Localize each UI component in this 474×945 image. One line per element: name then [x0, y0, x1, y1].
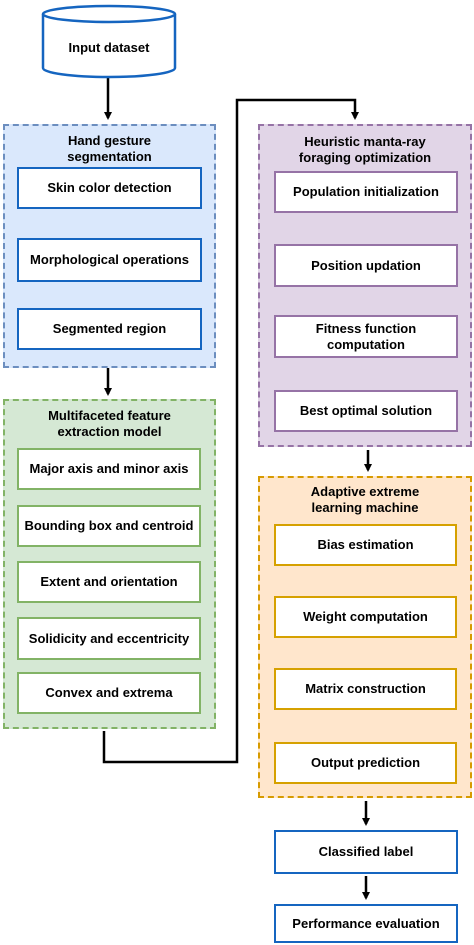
step-skin-color-detection: Skin color detection	[17, 167, 202, 209]
elm-title: Adaptive extreme learning machine	[310, 484, 420, 515]
step-morphological-operations: Morphological operations	[17, 238, 202, 282]
step-bounding-box-centroid: Bounding box and centroid	[17, 505, 201, 547]
step-position-updation: Position updation	[274, 244, 458, 287]
input-dataset-cylinder	[41, 4, 177, 79]
step-weight-computation: Weight computation	[274, 596, 457, 638]
classified-label-box: Classified label	[274, 830, 458, 874]
segmentation-title: Hand gesture segmentation	[67, 133, 152, 164]
step-matrix-construction: Matrix construction	[274, 668, 457, 710]
performance-evaluation-box: Performance evaluation	[274, 904, 458, 943]
input-dataset-label: Input dataset	[68, 40, 150, 55]
optimization-title: Heuristic manta-ray foraging optimizatio…	[298, 134, 432, 165]
step-output-prediction: Output prediction	[274, 742, 457, 784]
step-segmented-region: Segmented region	[17, 308, 202, 350]
step-convex-extrema: Convex and extrema	[17, 672, 201, 714]
step-solidicity-eccentricity: Solidicity and eccentricity	[17, 617, 201, 660]
step-extent-orientation: Extent and orientation	[17, 561, 201, 603]
step-fitness-function-computation: Fitness function computation	[274, 315, 458, 358]
feature-extraction-title: Multifaceted feature extraction model	[48, 408, 171, 439]
step-major-minor-axis: Major axis and minor axis	[17, 448, 201, 490]
step-bias-estimation: Bias estimation	[274, 524, 457, 566]
arrow-features-to-optimization	[102, 98, 359, 764]
step-best-optimal-solution: Best optimal solution	[274, 390, 458, 432]
step-population-initialization: Population initialization	[274, 171, 458, 213]
